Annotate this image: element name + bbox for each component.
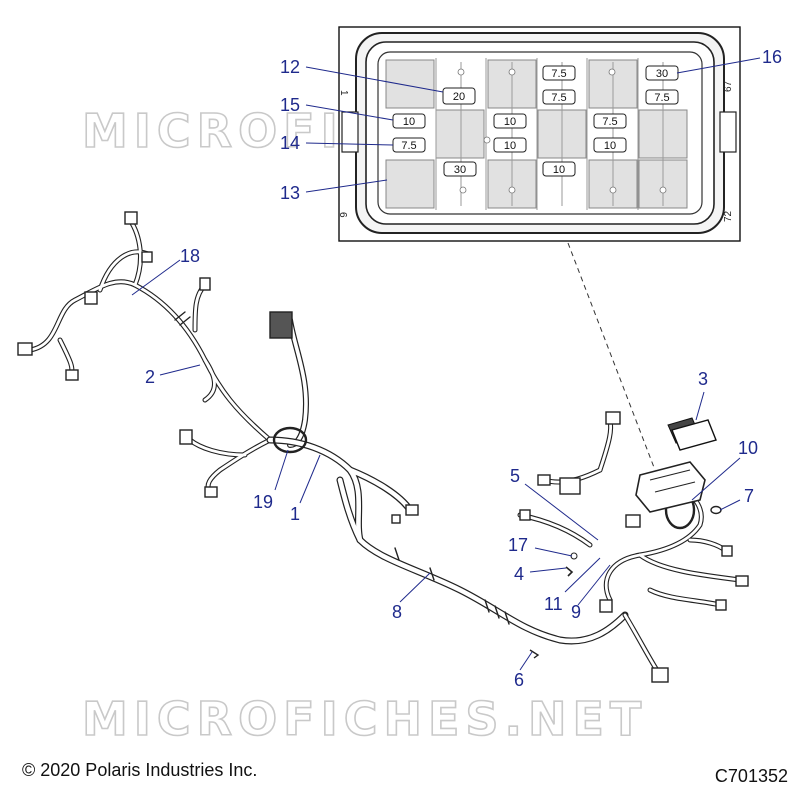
svg-text:10: 10 (604, 140, 616, 152)
clip (529, 649, 540, 659)
svg-text:7.5: 7.5 (551, 68, 566, 80)
svg-text:7.5: 7.5 (654, 92, 669, 104)
callout-14: 14 (280, 133, 300, 153)
svg-text:10: 10 (403, 116, 415, 128)
fuse: 10 (593, 137, 627, 153)
fuse: 20 (442, 87, 476, 105)
pin-number-67: 67 (723, 80, 734, 92)
harness-connectors (17, 211, 749, 683)
callout-12: 12 (280, 57, 300, 77)
fuse: 7.5 (645, 89, 679, 105)
callout-18: 18 (180, 246, 200, 266)
callout-6: 6 (514, 670, 524, 690)
fuse: 30 (645, 65, 679, 81)
fuse: 7.5 (392, 137, 426, 153)
diagram-code: C701352 (714, 766, 788, 786)
fuse-box-cover (667, 417, 717, 451)
fuse: 10 (493, 137, 527, 153)
callout-leaders (131, 57, 761, 671)
callout-2: 2 (145, 367, 155, 387)
relay-slot (385, 59, 435, 109)
callout-9: 9 (571, 602, 581, 622)
svg-text:10: 10 (553, 164, 565, 176)
watermark-bottom: MICROFICHES.NET (82, 692, 647, 746)
pin-number-72: 72 (723, 210, 734, 222)
callout-1: 1 (290, 504, 300, 524)
inset-link-line (567, 242, 656, 471)
fuse: 7.5 (542, 89, 576, 105)
svg-text:30: 30 (656, 68, 668, 80)
fastener (565, 566, 574, 577)
fuse: 10 (392, 113, 426, 129)
svg-text:7.5: 7.5 (401, 140, 416, 152)
wiring-harness (27, 217, 743, 678)
svg-text:7.5: 7.5 (551, 92, 566, 104)
callout-13: 13 (280, 183, 300, 203)
svg-text:7.5: 7.5 (602, 116, 617, 128)
callout-17: 17 (508, 535, 528, 555)
callout-16: 16 (762, 47, 782, 67)
callout-10: 10 (738, 438, 758, 458)
callout-5: 5 (510, 466, 520, 486)
fuse: 10 (493, 113, 527, 129)
fuse: 7.5 (542, 65, 576, 81)
svg-text:30: 30 (454, 164, 466, 176)
copyright-notice: © 2020 Polaris Industries Inc. (22, 760, 258, 780)
relay-slot (435, 109, 485, 159)
pin-number-1: 1 (338, 90, 349, 96)
callout-8: 8 (392, 602, 402, 622)
callout-4: 4 (514, 564, 524, 584)
callout-19: 19 (253, 492, 273, 512)
pin-number-6: 6 (337, 212, 348, 218)
fuse-box-on-harness (635, 461, 706, 513)
svg-text:10: 10 (504, 116, 516, 128)
fuse-box-inset: 1 67 6 72 20 10 7.5 30 10 10 (337, 26, 741, 242)
callout-7: 7 (744, 486, 754, 506)
callout-15: 15 (280, 95, 300, 115)
nut (710, 505, 722, 515)
svg-text:20: 20 (453, 91, 465, 103)
relay-slot (385, 159, 435, 209)
callout-3: 3 (698, 369, 708, 389)
svg-text:10: 10 (504, 140, 516, 152)
fuse: 10 (542, 161, 576, 177)
fuse: 30 (443, 161, 477, 177)
fuse: 7.5 (593, 113, 627, 129)
callout-11: 11 (544, 594, 563, 614)
callouts: 1 2 3 4 5 6 7 8 9 10 11 12 13 14 15 16 1… (145, 47, 782, 690)
